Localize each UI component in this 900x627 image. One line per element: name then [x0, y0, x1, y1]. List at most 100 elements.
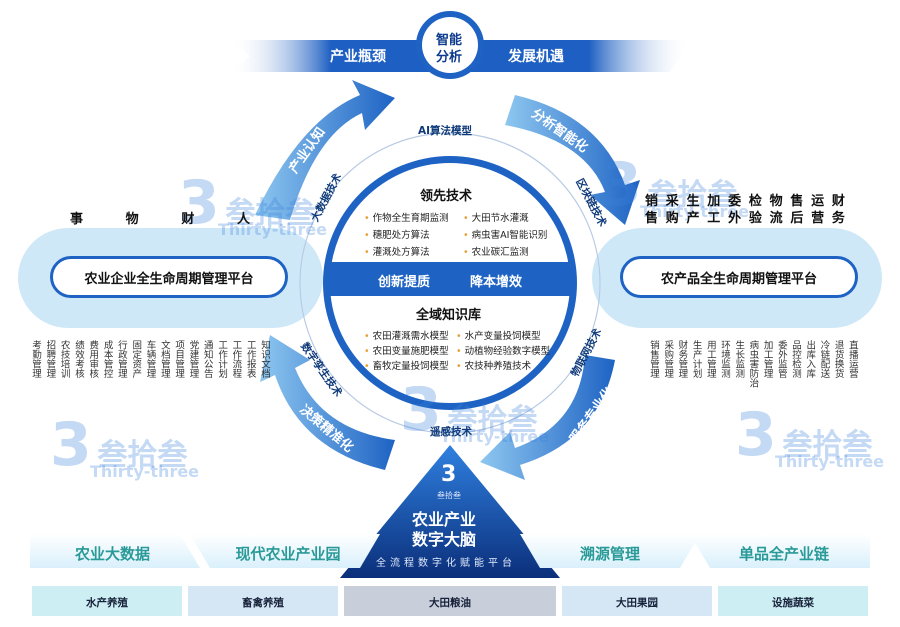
right-top-char: 产	[686, 211, 700, 226]
bottom-cell[interactable]: 水产养殖	[86, 597, 128, 609]
right-top-char: 加	[707, 194, 721, 209]
category-3[interactable]: 溯源管理	[579, 544, 640, 563]
right-item: 直播运营	[846, 340, 858, 378]
bottom-cell[interactable]: 大田果园	[616, 597, 658, 609]
header-left-label: 产业瓶颈	[330, 49, 386, 65]
left-item: 通知公告	[201, 340, 213, 378]
center-top-item: 穗肥处方算法	[364, 227, 430, 241]
watermark-en: Thirty-three	[90, 462, 200, 481]
right-item: 销售管理	[648, 340, 659, 378]
left-top-char: 财	[181, 212, 195, 227]
right-item: 品控检测	[790, 340, 802, 378]
center-band-left: 创新提质	[378, 275, 431, 290]
bottom-cell[interactable]: 畜禽养殖	[242, 597, 284, 609]
right-top-char: 流	[769, 211, 783, 226]
bottom-cell[interactable]: 设施蔬菜	[772, 597, 814, 609]
center-top-item: 病虫害AI智能识别	[463, 227, 548, 241]
cell-bg-2	[188, 586, 338, 616]
left-items: 考勤管理 招聘管理 农技培训 绩效考核 费用审核 成本管控 行政管理 固定资产 …	[30, 340, 270, 378]
left-item: 固定资产	[130, 340, 142, 378]
left-item: 车辆管理	[144, 340, 156, 378]
watermark-en: Thirty-three	[775, 452, 885, 471]
left-item: 工作计划	[216, 340, 228, 378]
right-platform-title: 农产品全生命周期管理平台	[660, 271, 817, 287]
cat-band-2	[190, 534, 380, 568]
right-top-char: 售	[645, 211, 659, 226]
cat-band-3	[520, 534, 700, 568]
outer-ring	[299, 132, 601, 434]
center-band-right: 降本增效	[470, 275, 523, 290]
left-platform-title: 农业企业全生命周期管理平台	[84, 271, 254, 287]
center-top-title: 领先技术	[420, 189, 473, 204]
header-right-label: 发展机遇	[508, 49, 564, 65]
center-bottom-item: 畜牧定量投饲模型	[364, 358, 449, 372]
center-band	[330, 262, 570, 296]
right-top-char: 生	[686, 194, 700, 209]
brain-subtitle: 全流程数字化赋能平台	[376, 558, 516, 569]
category-4[interactable]: 单品全产业链	[738, 544, 829, 563]
cell-bg-1	[32, 586, 182, 616]
center-bottom-item: 农技种养殖技术	[456, 358, 532, 372]
cat-band-4	[690, 534, 870, 568]
bottom-cell[interactable]: 大田粮油	[429, 597, 471, 609]
left-item: 成本管控	[101, 340, 113, 378]
tech-bottom: 遥感技术	[430, 426, 472, 438]
watermark-3: 3 叁拾叁 Thirty-three	[400, 375, 549, 446]
brain-title-1: 农业产业	[412, 510, 477, 529]
arrow-upper-left	[255, 80, 395, 220]
category-2[interactable]: 现代农业产业园	[235, 544, 341, 563]
right-item: 财务管理	[676, 340, 688, 378]
watermark-cn: 叁拾叁	[225, 196, 316, 231]
right-top-char: 营	[811, 211, 825, 226]
left-top-char: 物	[125, 212, 139, 227]
right-platform-pill[interactable]: 农产品全生命周期管理平台	[620, 256, 858, 298]
watermark-5: 3 叁拾叁 Thirty-three	[735, 400, 884, 471]
right-top-char: 检	[748, 194, 762, 209]
watermark-en: Thirty-three	[640, 202, 750, 221]
left-top-char: 人	[236, 212, 250, 227]
left-item: 工作报表	[244, 340, 256, 378]
right-top-char: 务	[831, 211, 845, 226]
right-top-char: 后	[790, 211, 804, 226]
left-item: 文档管理	[158, 340, 170, 378]
center-bottom-item: 水产变量投饲模型	[456, 328, 541, 342]
left-item: 绩效考核	[72, 340, 84, 378]
cat-band-1	[30, 534, 200, 568]
right-items: 销售管理 采购管理 财务管理 生产计划 用工管理 环境监测 生长监测 病虫害防治…	[648, 340, 858, 388]
right-top-char: 购	[665, 211, 679, 226]
right-top-char: 售	[790, 194, 804, 209]
watermark-en: Thirty-three	[218, 220, 328, 239]
center-bottom-title: 全域知识库	[416, 308, 482, 323]
left-item: 考勤管理	[30, 340, 41, 378]
center-bottom-item: 农田变量施肥模型	[364, 343, 449, 357]
right-top-char: 运	[811, 194, 825, 209]
right-top-char: 工	[707, 211, 721, 226]
watermark-cn: 叁拾叁	[97, 438, 188, 473]
right-top-char: 财	[831, 194, 845, 209]
right-item: 出库入库	[804, 340, 816, 378]
left-platform-pill[interactable]: 农业企业全生命周期管理平台	[50, 256, 288, 298]
watermark-1: 3 叁拾叁 Thirty-three	[178, 168, 327, 239]
arrow-upper-right	[505, 95, 640, 225]
left-item: 知识文档	[259, 340, 270, 378]
left-item: 农技培训	[58, 340, 70, 378]
arrow-lower-right	[480, 355, 615, 480]
brain-logo-icon: 3	[441, 462, 457, 487]
cell-bg-3	[344, 586, 556, 616]
watermark-en: Thirty-three	[440, 427, 550, 446]
right-top-char: 外	[728, 211, 742, 226]
center-bottom-item: 动植物经验数字模型	[456, 343, 551, 357]
watermark-mark: 3	[50, 410, 92, 480]
left-top-chars: 事 物 财 人	[70, 208, 250, 227]
center-bottom-item: 农田灌溉需水模型	[364, 328, 449, 342]
watermark-cn: 叁拾叁	[647, 178, 738, 213]
cell-bg-5	[718, 586, 868, 616]
category-1[interactable]: 农业大数据	[74, 544, 150, 563]
right-item: 退货换货	[832, 340, 844, 378]
right-item: 生产计划	[690, 340, 702, 378]
right-item: 加工管理	[761, 340, 773, 378]
watermark-mark: 3	[178, 168, 220, 238]
center-top-item: 大田节水灌溉	[463, 210, 529, 224]
watermark-mark: 3	[400, 375, 442, 445]
top-circle	[422, 17, 478, 73]
